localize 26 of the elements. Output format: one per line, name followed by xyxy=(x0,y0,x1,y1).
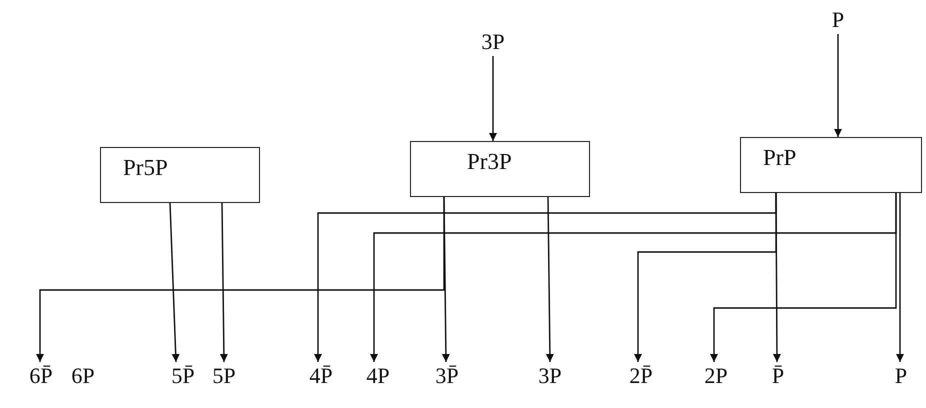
node-label: 3P xyxy=(534,362,566,390)
node-label: 3P̄ xyxy=(430,362,464,390)
arrow xyxy=(489,56,497,141)
arrow xyxy=(710,193,897,362)
node-label: 6P̄ xyxy=(24,362,58,390)
node-label: 2P xyxy=(700,362,732,390)
process-box: Pr5P xyxy=(100,147,260,203)
arrow xyxy=(442,197,450,362)
node-label: P xyxy=(826,6,850,34)
process-box: Pr3P xyxy=(410,141,590,197)
node-label: P xyxy=(890,362,912,390)
node-label: 4P xyxy=(362,362,394,390)
arrow xyxy=(546,197,554,362)
arrow xyxy=(772,193,781,362)
arrow xyxy=(896,193,904,362)
process-box: PrP xyxy=(740,137,922,193)
node-label: 3P xyxy=(476,28,510,56)
node-label: 2P̄ xyxy=(624,362,658,390)
node-label: 5P̄ xyxy=(166,362,200,390)
arrow xyxy=(220,203,228,362)
arrow xyxy=(834,34,842,137)
node-label: 4P̄ xyxy=(304,362,338,390)
arrow xyxy=(169,202,180,362)
term-label: 6P xyxy=(70,362,96,390)
node-label: 5P xyxy=(208,362,240,390)
node-label: P̄ xyxy=(766,362,790,390)
